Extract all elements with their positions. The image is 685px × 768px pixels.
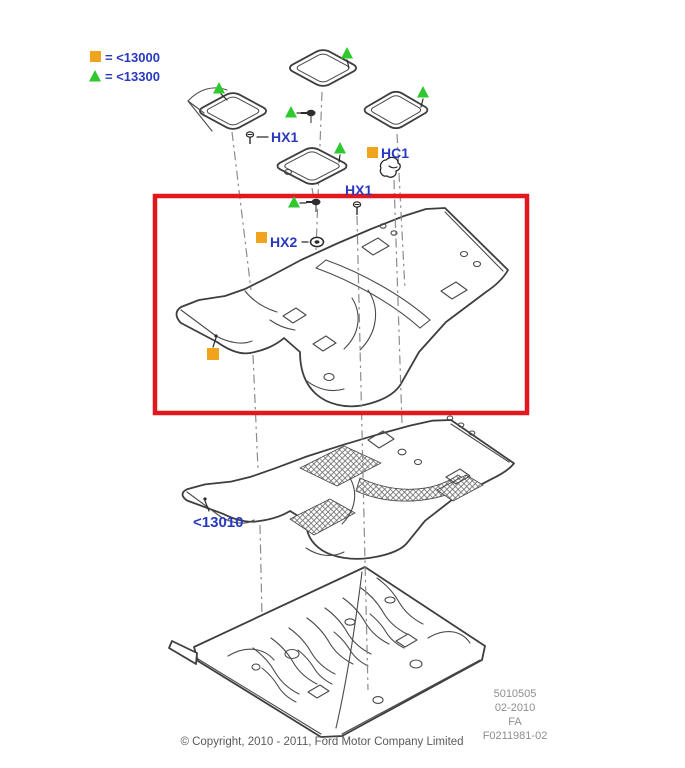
reference-block: 5010505 02-2010 FA F0211981-02 <box>483 688 548 742</box>
doc-number: 5010505 <box>494 688 537 700</box>
green-triangle-icon <box>288 196 307 208</box>
screw-pin-icon <box>245 131 255 144</box>
legend: = <13000 = <13300 <box>89 50 160 84</box>
callout-13010[interactable]: <13010 <box>193 514 243 531</box>
mat-rear-right <box>361 90 430 130</box>
orange-square-icon <box>367 147 378 158</box>
highlight-box <box>152 193 530 416</box>
callout-13010-group: <13010 <box>193 497 243 531</box>
callout-hx1-mid[interactable]: HX1 <box>345 182 372 198</box>
legend-label-13300[interactable]: = <13300 <box>105 69 160 84</box>
doc-code: FA <box>508 716 522 728</box>
copyright-text: © Copyright, 2010 - 2011, Ford Motor Com… <box>180 736 463 748</box>
green-triangle-icon <box>341 47 353 69</box>
green-triangle-icon <box>417 86 429 108</box>
callout-hx2[interactable]: HX2 <box>270 234 297 250</box>
green-triangle-icon <box>285 106 303 118</box>
mat-center <box>274 146 350 186</box>
fastener-pin-icon <box>306 198 321 212</box>
legend-square-icon <box>90 51 101 62</box>
mat-front-left <box>187 87 270 132</box>
legend-triangle-icon <box>89 70 101 82</box>
legend-label-13000[interactable]: = <13000 <box>105 50 160 65</box>
green-triangle-icon <box>334 142 346 163</box>
orange-square-icon <box>256 232 267 243</box>
doc-date: 02-2010 <box>495 702 535 714</box>
green-triangle-icon <box>213 82 228 101</box>
carpet-lower-13010 <box>181 415 515 560</box>
grommet-icon <box>309 236 325 248</box>
fastener-pin-icon <box>301 109 316 123</box>
drawing-number: F0211981-02 <box>483 730 548 742</box>
clip-icon <box>379 156 401 178</box>
callout-hx1-top[interactable]: HX1 <box>271 129 298 145</box>
carpet-upper-assembly <box>177 208 509 406</box>
floor-pan <box>168 566 486 738</box>
yellow-square-marker <box>207 334 219 360</box>
screw-pin-icon <box>352 201 362 215</box>
callout-hc1[interactable]: HC1 <box>381 145 409 161</box>
